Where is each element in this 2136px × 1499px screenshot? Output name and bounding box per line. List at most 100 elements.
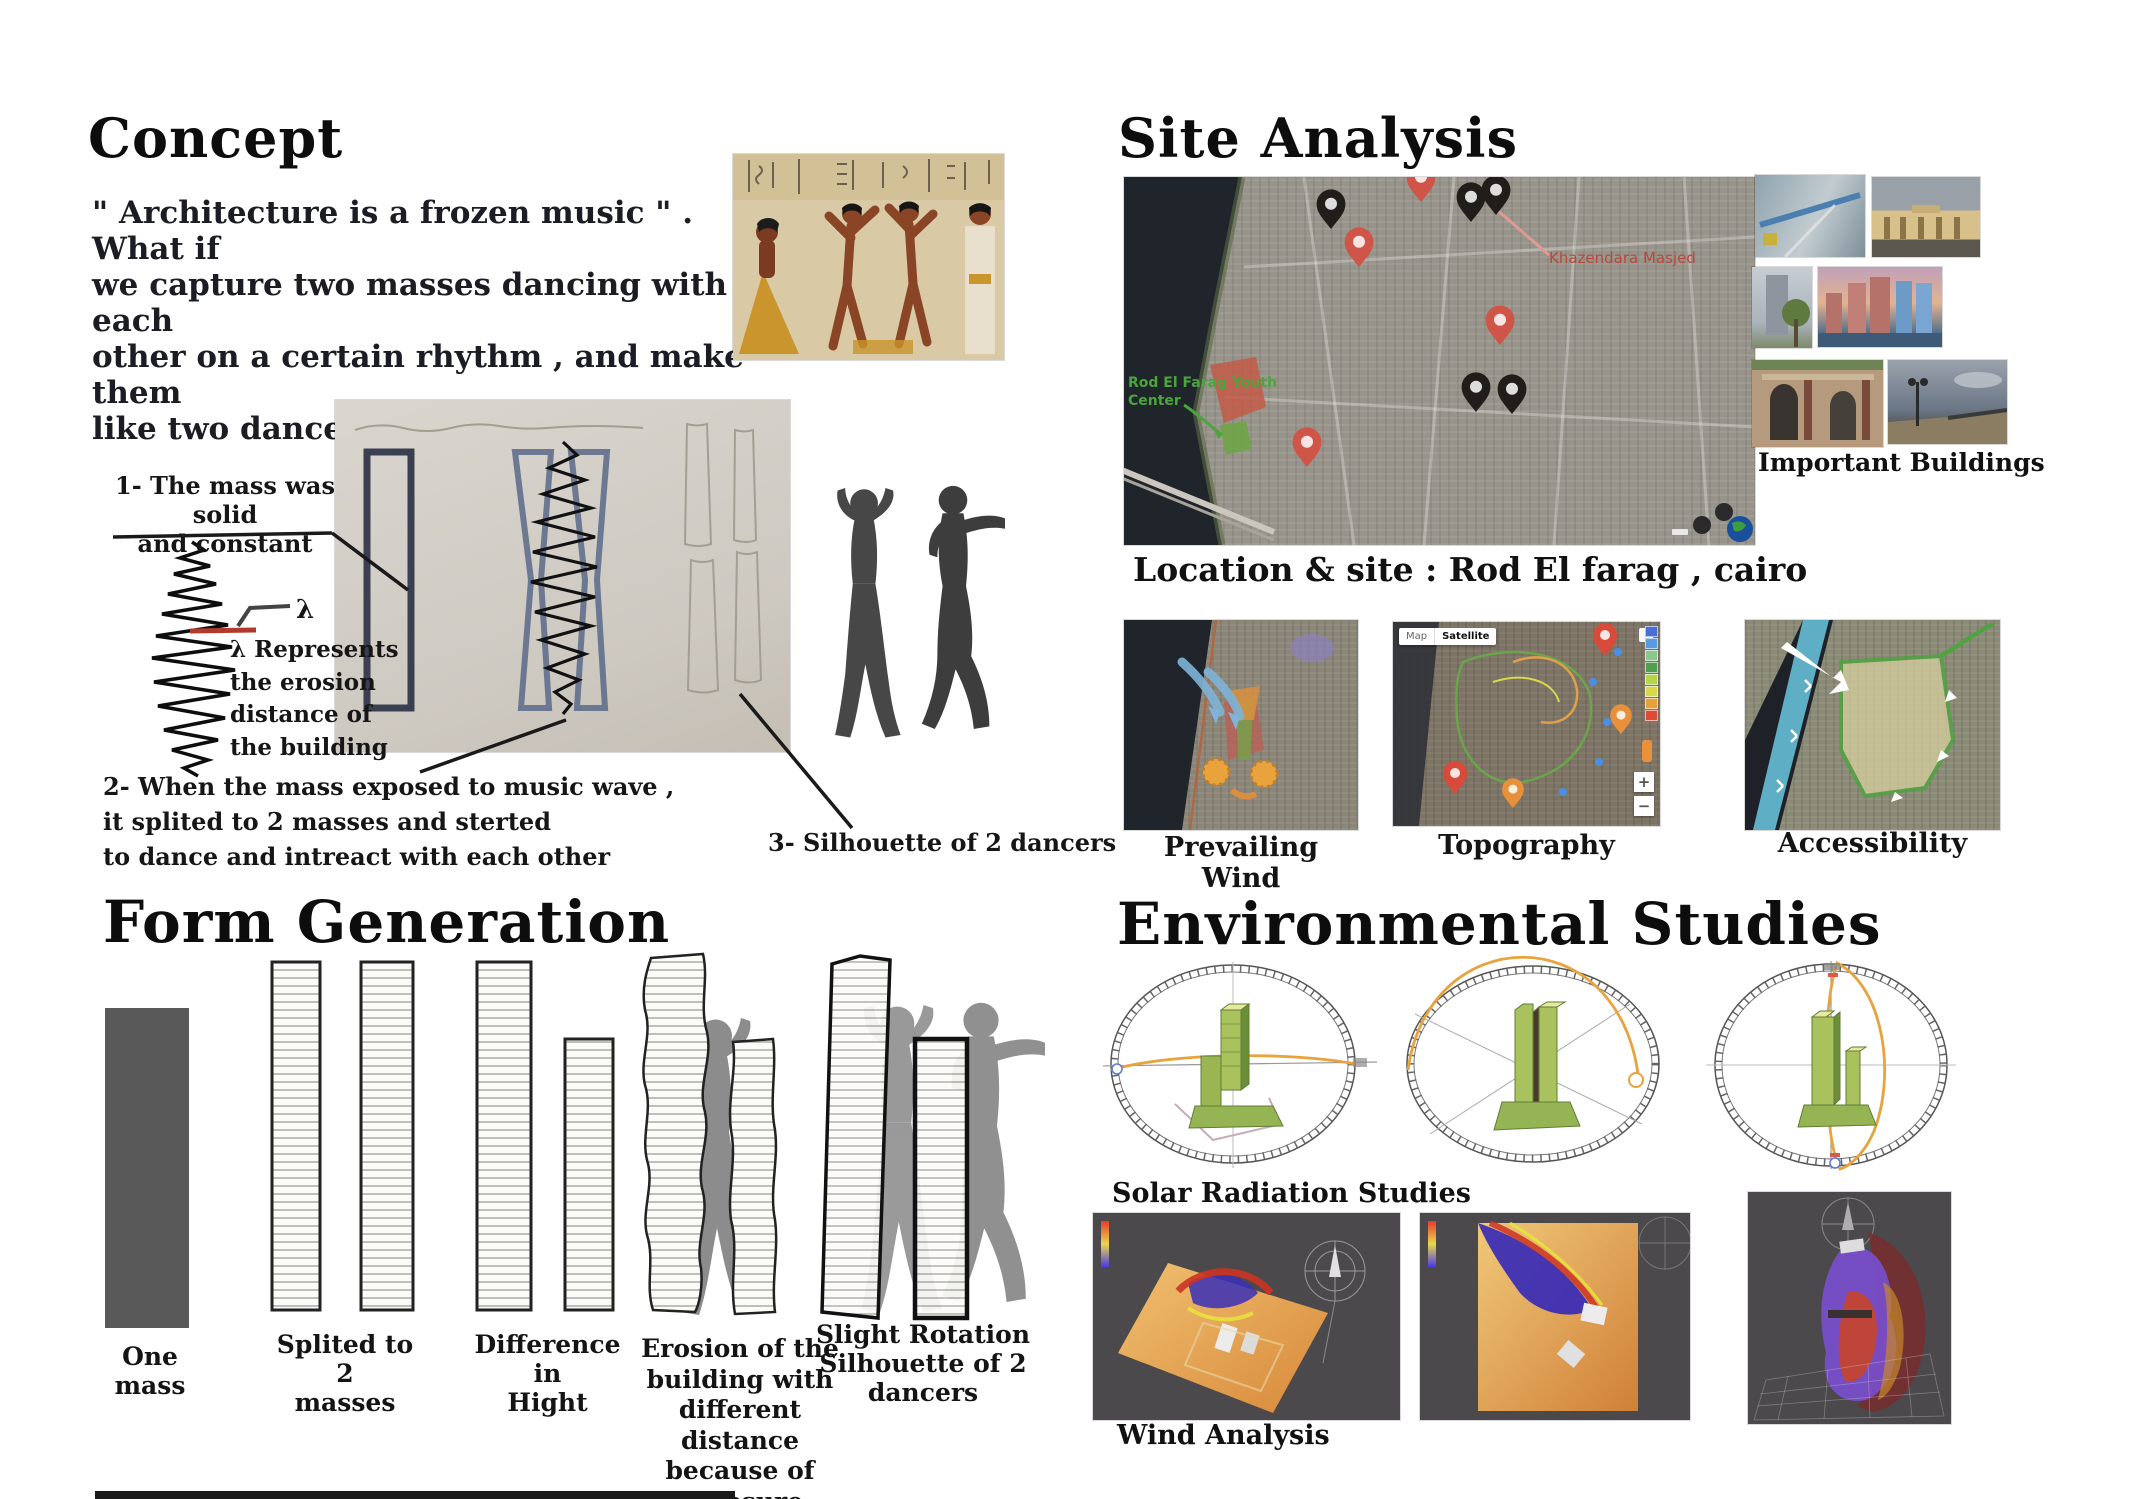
river-shore — [1192, 177, 1246, 545]
rotated-mass-2 — [912, 1036, 970, 1321]
sun-marker — [1829, 1157, 1841, 1169]
youth-center-arrow — [1183, 403, 1223, 437]
eroded-mass-2 — [728, 1037, 778, 1316]
short-mass — [563, 1037, 615, 1312]
sketch-studies — [683, 422, 763, 694]
site-contour-orange — [1512, 656, 1579, 724]
iso-surface-orange — [1878, 1282, 1904, 1400]
road-arrows — [1776, 679, 1812, 793]
corniche-road — [1753, 620, 1829, 830]
one-mass — [105, 1008, 189, 1328]
site-satellite-map: Rod El Farag Youth Center Khazendara Mas… — [1124, 177, 1755, 545]
low-pressure-zone — [1188, 1274, 1258, 1309]
wind-arrows — [1177, 657, 1245, 721]
black-map-pins — [1316, 177, 1527, 414]
annotation-mass-solid: 1- The mass was solid and constant — [115, 471, 335, 558]
masjed-arrow — [1495, 207, 1550, 257]
split-mass-1 — [270, 960, 322, 1312]
building-photo-masjed-facade — [1752, 360, 1883, 447]
sun-path — [1406, 956, 1640, 1075]
egyptian-dancers-painting — [733, 154, 1004, 360]
building-photo-pink-towers — [1818, 267, 1942, 347]
concept-paragraph: " Architecture is a frozen music " . Wha… — [92, 195, 744, 447]
highlighted-district — [1210, 357, 1266, 423]
poi-dots — [1559, 648, 1622, 796]
site-contour-green — [1455, 650, 1593, 784]
pegman-icon[interactable] — [1642, 740, 1652, 762]
low-pressure-zone — [1478, 1223, 1592, 1315]
zoom-in-button[interactable]: + — [1634, 772, 1654, 792]
nile-river — [1124, 177, 1242, 545]
main-access-arrow — [1781, 642, 1849, 694]
topography-map: Map Satellite + − — [1393, 622, 1660, 826]
form-generation-title: Form Generation — [103, 888, 671, 956]
map-controls — [1672, 503, 1753, 542]
building-photo-classical — [1872, 177, 1980, 257]
form-generation-diagrams — [105, 952, 1045, 1328]
cropped-bottom-element — [95, 1491, 735, 1499]
tick-ring — [1407, 966, 1659, 1162]
purple-zone — [1290, 634, 1334, 662]
building-block — [1556, 1340, 1586, 1368]
form-step-label: Slight Rotation Silhouette of 2 dancers — [815, 1320, 1031, 1407]
boundary-arrows — [1891, 690, 1957, 802]
sun-marker — [1111, 1063, 1123, 1075]
high-pressure-zone — [1175, 1268, 1274, 1296]
lambda-note: λ Represents the erosion distance of the… — [230, 636, 399, 761]
important-buildings-label: Important Buildings — [1758, 448, 2045, 477]
access-route — [1939, 622, 1994, 658]
building-mass — [1188, 1003, 1284, 1129]
dancer-figures — [824, 203, 938, 351]
satellite-button[interactable]: Satellite — [1442, 631, 1490, 642]
building-photo-tower-palm — [1752, 267, 1812, 348]
concept-title: Concept — [88, 106, 344, 170]
colorbar — [1101, 1221, 1109, 1267]
masjed-label: Khazendara Masjed — [1549, 249, 1696, 267]
erosion-wave-diagram — [151, 540, 291, 778]
environmental-title: Environmental Studies — [1117, 890, 1882, 958]
youth-center-site — [1220, 421, 1252, 455]
musician-figure — [739, 217, 799, 354]
solar-studies-label: Solar Radiation Studies — [1112, 1178, 1471, 1209]
map-type-toggle[interactable]: Map Satellite — [1399, 628, 1497, 645]
bridge — [1124, 467, 1276, 535]
lambda-symbol: λ — [296, 595, 315, 625]
tall-mass — [475, 960, 533, 1312]
wind-analysis-label: Wind Analysis — [1117, 1420, 1330, 1451]
bridge — [1124, 477, 1275, 542]
hieroglyphs — [748, 159, 990, 194]
lambda-bracket — [236, 604, 291, 628]
compass-icon — [1638, 1216, 1690, 1270]
submap-label: Prevailing Wind — [1163, 832, 1319, 894]
building-photo-aerial-bridge — [1755, 175, 1865, 257]
zoom-out-button[interactable]: − — [1634, 796, 1654, 816]
site-analysis-title: Site Analysis — [1118, 106, 1518, 170]
sun-path-diagram-2 — [1406, 956, 1660, 1163]
eroded-mass-1 — [642, 952, 710, 1314]
lambda-distance-line — [189, 627, 257, 634]
map-button[interactable]: Map — [1399, 628, 1436, 645]
split-mass-right-outline — [567, 449, 611, 711]
concept-model-photo — [335, 400, 790, 752]
rotated-mass-1 — [820, 954, 892, 1320]
sun-marker — [1628, 1072, 1644, 1088]
building-mass — [1493, 1001, 1581, 1131]
wind-cfd-panel-1 — [1093, 1213, 1400, 1420]
colorbar — [1428, 1221, 1436, 1267]
form-step-label: Splited to 2 masses — [276, 1330, 414, 1417]
site-boundary — [1839, 653, 1956, 799]
compass-icon — [1304, 1240, 1366, 1302]
prevailing-wind-map — [1124, 620, 1358, 830]
submap-label: Topography — [1438, 830, 1615, 861]
sun-path-diagram-1 — [1103, 962, 1378, 1168]
annotation-mass-split: 2- When the mass exposed to music wave ,… — [103, 772, 675, 871]
two-dancers-silhouette — [835, 485, 1005, 738]
accessibility-map — [1745, 620, 2000, 830]
building-mass — [1797, 1010, 1877, 1128]
site-contour-yellow — [1492, 676, 1560, 703]
form-step-label: Difference in Hight — [474, 1330, 621, 1417]
handwriting-note — [354, 423, 644, 432]
sun-icons — [1201, 757, 1279, 800]
roads — [1223, 177, 1755, 545]
